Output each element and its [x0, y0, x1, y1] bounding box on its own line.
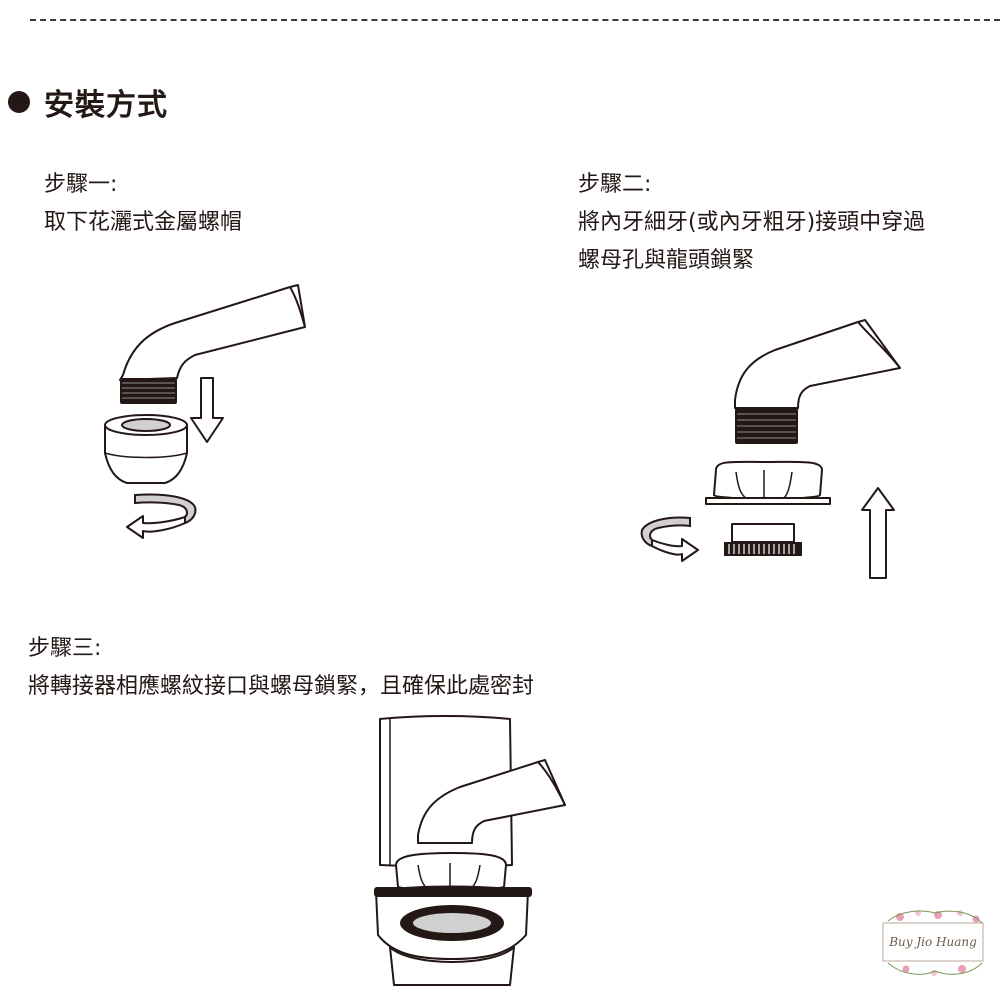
arrow-down-icon — [190, 377, 224, 443]
bullet-icon — [8, 91, 30, 113]
step-2-description-line-2: 螺母孔與龍頭鎖緊 — [578, 248, 755, 273]
step-3-heading: 步驟三: — [28, 636, 102, 661]
faucet-spout — [417, 759, 566, 844]
inner-thread-connector — [724, 523, 802, 556]
step-3-description: 將轉接器相應螺紋接口與螺母鎖緊，且確保此處密封 — [28, 674, 535, 699]
section-title: 安裝方式 — [44, 88, 168, 123]
metal-nut — [104, 414, 188, 484]
rotate-arrow-icon — [640, 516, 699, 562]
step-1-description: 取下花灑式金屬螺帽 — [44, 210, 243, 235]
step-1-illustration — [104, 284, 306, 539]
dashed-divider — [30, 19, 1000, 21]
watermark-logo: Buy Jio Huang — [882, 910, 984, 976]
faucet-spout — [119, 284, 306, 404]
step-2-illustration — [640, 319, 901, 579]
arrow-up-icon — [861, 487, 895, 579]
step-2: 步驟二: 將內牙細牙(或內牙粗牙)接頭中穿過 螺母孔與龍頭鎖緊 — [578, 166, 925, 280]
section-heading: 安裝方式 — [8, 80, 168, 124]
flower-wreath-icon — [887, 910, 983, 976]
step-3: 步驟三: 將轉接器相應螺紋接口與螺母鎖緊，且確保此處密封 — [28, 630, 534, 706]
step-2-heading: 步驟二: — [578, 172, 652, 197]
faucet-spout — [734, 319, 901, 444]
step-1-heading: 步驟一: — [44, 172, 118, 197]
hex-nut — [705, 460, 831, 505]
step-3-illustration — [374, 715, 566, 986]
step-2-description-line-1: 將內牙細牙(或內牙粗牙)接頭中穿過 — [578, 210, 926, 235]
adapter-base — [374, 885, 532, 986]
rotate-arrow-icon — [126, 493, 197, 539]
watermark-text: Buy Jio Huang — [888, 935, 977, 949]
step-1: 步驟一: 取下花灑式金屬螺帽 — [44, 166, 242, 242]
